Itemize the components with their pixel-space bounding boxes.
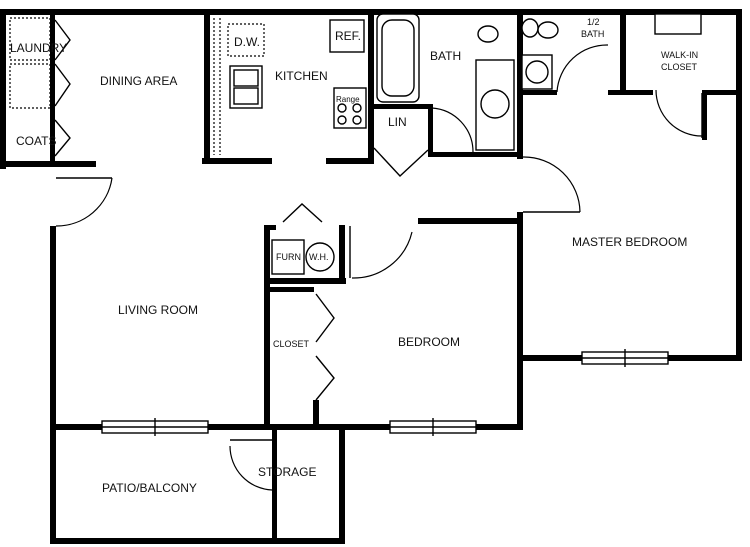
dishwasher-label: D.W. — [234, 35, 260, 49]
living-room-label: LIVING ROOM — [118, 303, 198, 317]
master-bedroom-label: MASTER BEDROOM — [572, 235, 687, 249]
patio-balcony-label: PATIO/BALCONY — [102, 481, 197, 495]
bedroom-closet-label: CLOSET — [273, 339, 310, 349]
water-heater-label: W.H. — [309, 252, 329, 262]
storage-label: STORAGE — [258, 465, 316, 479]
dining-area-label: DINING AREA — [100, 74, 177, 88]
walk-in-closet-label: CLOSET — [661, 62, 698, 72]
half-bath-number-label: 1/2 — [587, 17, 600, 27]
linen-label: LIN — [388, 115, 407, 129]
half-bath-label: BATH — [581, 29, 604, 39]
room-labels: LAUNDRY COATS DINING AREA D.W. KITCHEN R… — [10, 17, 698, 495]
bedroom-label: BEDROOM — [398, 335, 460, 349]
bath-label: BATH — [430, 49, 461, 63]
kitchen-label: KITCHEN — [275, 69, 328, 83]
doors — [54, 19, 703, 491]
range-label: Range — [336, 95, 360, 104]
coats-label: COATS — [16, 134, 56, 148]
walk-in-label: WALK-IN — [661, 50, 698, 60]
furnace-label: FURN — [276, 252, 301, 262]
windows — [101, 349, 669, 436]
refrigerator-label: REF. — [335, 29, 361, 43]
walls — [0, 9, 742, 544]
laundry-label: LAUNDRY — [10, 41, 67, 55]
fixtures — [9, 13, 702, 275]
